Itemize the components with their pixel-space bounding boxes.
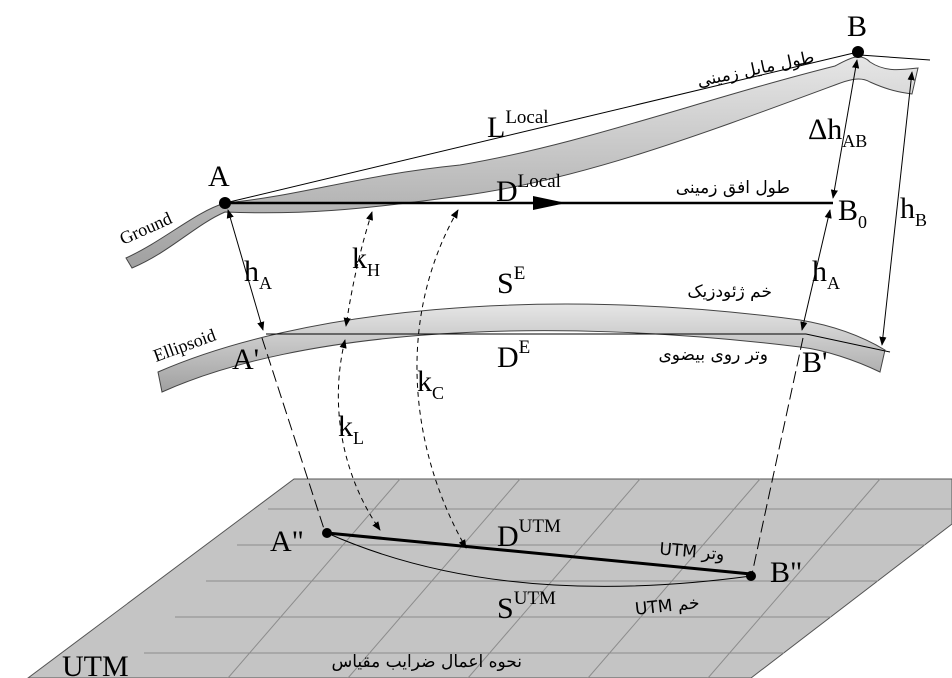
label-B0: B0	[838, 194, 867, 232]
utm-curve	[326, 532, 752, 587]
direction-arrow	[533, 196, 566, 210]
label-A-dbl: A"	[270, 525, 304, 558]
label-A: A	[208, 160, 230, 193]
point-B-dbl	[746, 571, 756, 581]
label-DE: DE	[497, 337, 530, 374]
label-ellipsoid-chord: وتر روی بیضوی	[658, 345, 768, 365]
hA-arrow	[226, 209, 265, 331]
label-S-utm: SUTM	[497, 588, 556, 625]
ext-line-B-prime	[805, 333, 891, 353]
label-A-prime: A'	[232, 343, 259, 376]
ground-surface	[125, 56, 919, 269]
label-geodesic: خم ژئودزیک	[687, 282, 772, 302]
label-utm: UTM	[62, 650, 129, 678]
hB-arrow	[879, 71, 915, 346]
label-D-utm: DUTM	[497, 516, 561, 553]
ellipsoid-surface	[157, 303, 886, 393]
slope-line	[224, 51, 859, 204]
ext-line-B	[859, 54, 931, 61]
label-B-prime: B'	[802, 346, 827, 379]
label-D-local: DLocal	[496, 171, 561, 208]
caption: نحوه اعمال ضرایب مقیاس	[331, 652, 522, 672]
label-B-dbl: B"	[770, 556, 802, 589]
kL-arc	[337, 339, 381, 531]
point-A-dbl	[322, 528, 332, 538]
utm-chord	[326, 531, 752, 576]
projection-B	[751, 337, 804, 575]
label-hA: hA	[244, 255, 272, 293]
label-SE: SE	[497, 263, 525, 300]
hA-right-arrow	[800, 209, 832, 331]
label-kC: kC	[417, 365, 444, 403]
label-hB: hB	[900, 192, 927, 230]
label-hA-right: hA	[812, 255, 840, 293]
label-kL: kL	[338, 410, 364, 448]
kH-arc	[343, 211, 373, 327]
kC-arc	[416, 209, 467, 549]
label-L-local: LLocal	[487, 107, 549, 144]
label-B: B	[847, 10, 867, 43]
label-kH: kH	[352, 242, 380, 280]
point-A	[219, 197, 231, 209]
label-horizontal-distance: طول افق زمینی	[676, 178, 790, 198]
label-dh: ΔhAB	[808, 113, 867, 151]
dh-arrow	[830, 59, 860, 199]
point-B	[852, 46, 864, 58]
